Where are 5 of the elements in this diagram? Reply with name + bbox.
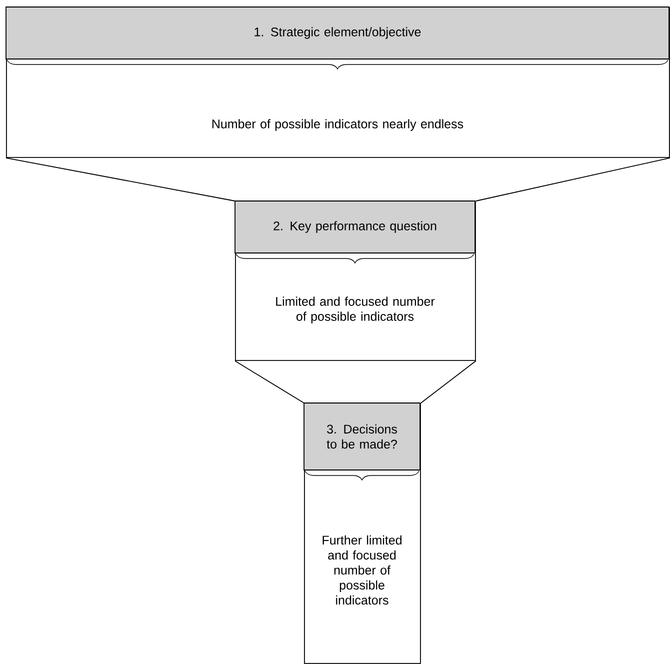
- funnel-side-lines: [6, 157, 670, 202]
- funnel-stage-box: 2. Key performance question Limited and focused number of possible indicators: [234, 200, 476, 361]
- funnel-side-lines: [234, 360, 476, 404]
- funnel-stage-box: 1. Strategic element/objective Number of possible indicators nearly endless: [6, 6, 670, 158]
- funnel-stage-box: 3. Decisions to be made? Further limited and focused number of possible indicators: [304, 402, 421, 664]
